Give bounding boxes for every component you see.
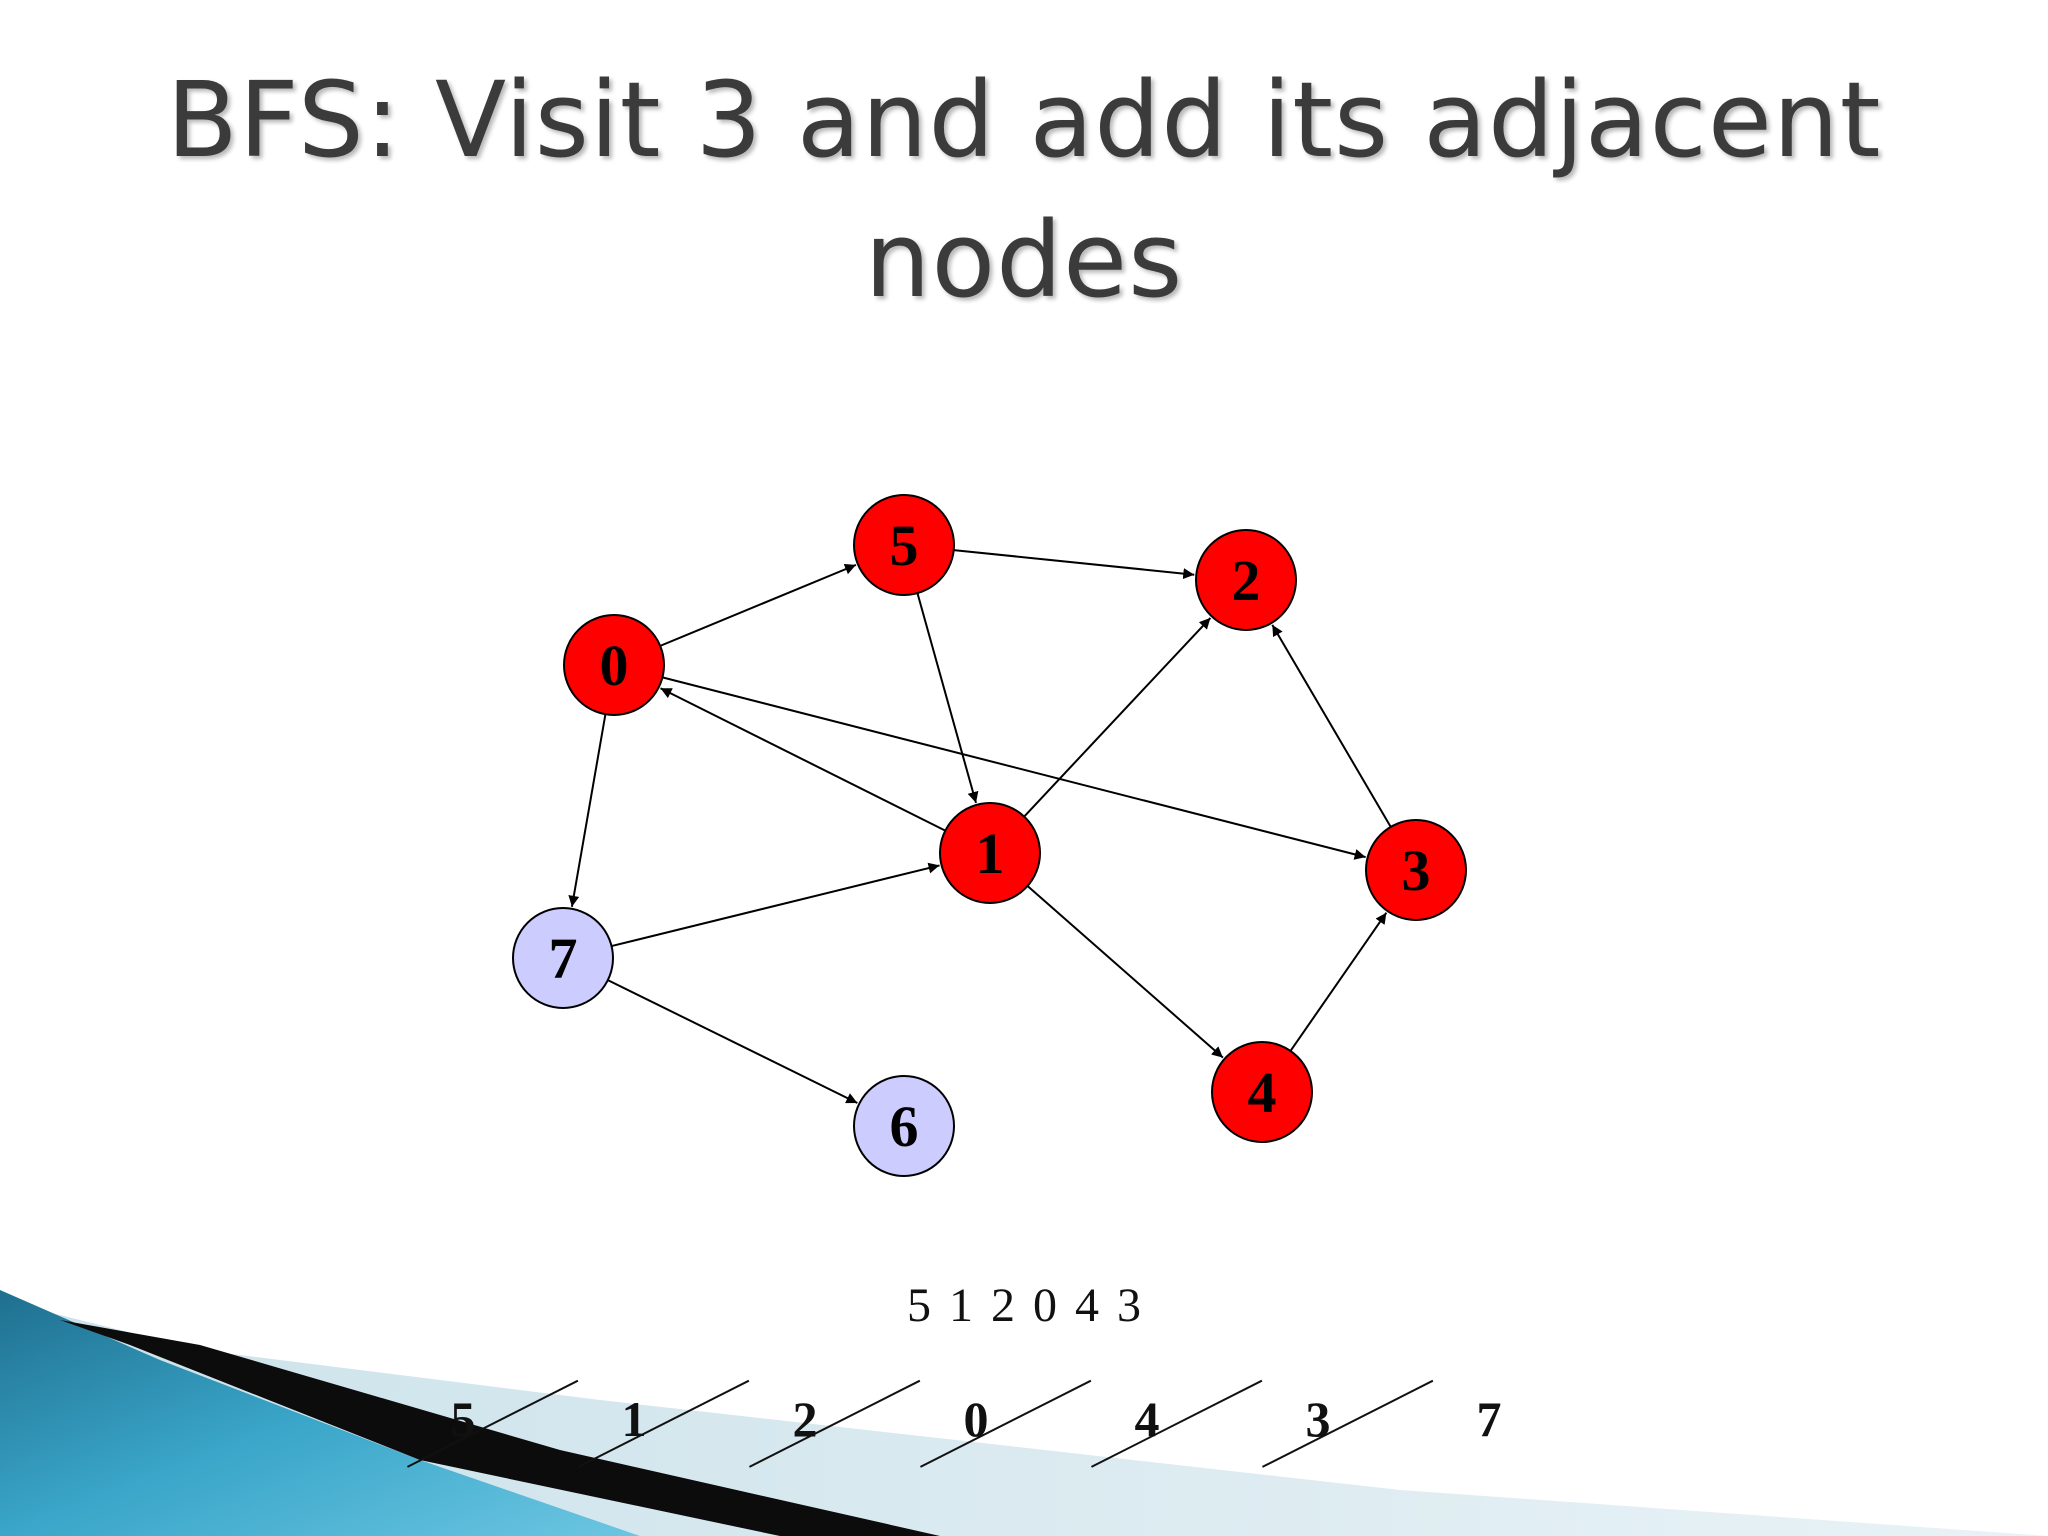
edge-0-to-3 [662,676,1366,860]
visited-order-item: 0 [1033,1279,1057,1332]
queue-item-0: 0 [963,1391,989,1447]
node-label-3: 3 [1402,838,1431,903]
visited-order-item: 5 [907,1279,931,1332]
node-label-5: 5 [890,513,919,578]
node-label-4: 4 [1248,1060,1277,1125]
graph-node-5: 5 [853,494,955,596]
visited-order-item: 4 [1075,1279,1099,1332]
queue-item-3: 3 [1305,1391,1331,1447]
node-circle-2 [1195,529,1297,631]
node-label-6: 6 [890,1094,919,1159]
visited-order-item: 3 [1117,1279,1141,1332]
graph-node-6: 6 [853,1075,955,1177]
node-label-0: 0 [600,633,629,698]
visited-order-item: 2 [991,1279,1015,1332]
node-circle-3 [1365,819,1467,921]
graph-node-3: 3 [1365,819,1467,921]
edge-5-to-2 [953,549,1195,580]
node-label-7: 7 [549,926,578,991]
queue-item-5: 5 [450,1391,476,1447]
edge-3-to-2 [1271,624,1392,828]
title-line-2: nodes [864,199,1184,321]
node-label-1: 1 [976,821,1005,886]
graph-node-1: 1 [939,802,1041,904]
graph-node-2: 2 [1195,529,1297,631]
edge-1-to-0 [660,687,946,832]
queue-item-2: 2 [792,1391,818,1447]
graph-node-7: 7 [512,907,614,1009]
node-label-2: 2 [1232,548,1261,613]
graph-node-0: 0 [563,614,665,716]
graph-node-4: 4 [1211,1041,1313,1143]
node-circle-0 [563,614,665,716]
queue-item-4: 4 [1134,1391,1160,1447]
node-circle-7 [512,907,614,1009]
slide-title: BFS: Visit 3 and add its adjacent nodes [40,50,2008,330]
edge-7-to-1 [611,862,940,948]
node-circle-5 [853,494,955,596]
edge-5-to-1 [916,592,979,804]
node-circle-4 [1211,1041,1313,1143]
node-circle-6 [853,1075,955,1177]
edge-1-to-2 [1023,617,1212,818]
edge-1-to-4 [1026,885,1224,1059]
node-circle-1 [939,802,1041,904]
edge-4-to-3 [1289,912,1388,1052]
edge-7-to-6 [607,979,858,1104]
title-line-1: BFS: Visit 3 and add its adjacent [166,59,1882,181]
queue-item-7: 7 [1476,1391,1502,1447]
edge-0-to-7 [568,714,607,907]
queue-item-1: 1 [621,1391,647,1447]
visited-order-item: 1 [949,1279,973,1332]
edge-0-to-5 [659,563,857,647]
